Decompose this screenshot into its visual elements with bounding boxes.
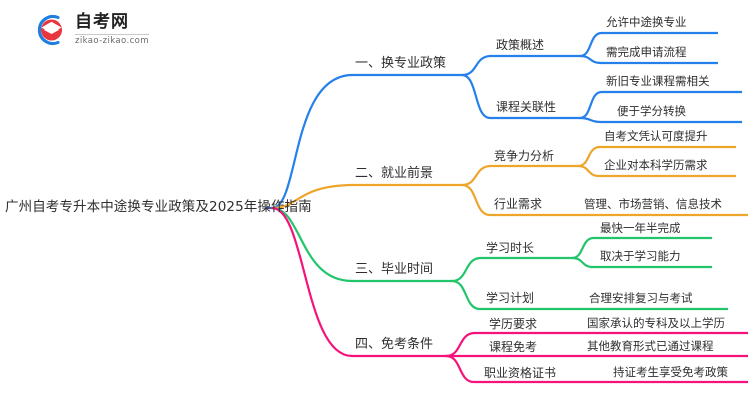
subnode-2-1[interactable]: 竞争力分析 bbox=[494, 149, 555, 163]
site-logo: 自考网 zikao-zikao.com bbox=[28, 10, 208, 50]
leaf-4-1-1[interactable]: 国家承认的专科及以上学历 bbox=[587, 316, 725, 330]
leaf-4-3-1[interactable]: 持证考生享受免考政策 bbox=[613, 365, 728, 379]
leaf-2-2-1[interactable]: 管理、市场营销、信息技术 bbox=[584, 197, 722, 211]
branch-node-3[interactable]: 三、毕业时间 bbox=[355, 262, 434, 277]
leaf-2-1-2[interactable]: 企业对本科学历需求 bbox=[604, 158, 708, 172]
leaf-2-1-1[interactable]: 自考文凭认可度提升 bbox=[604, 129, 708, 143]
branch-node-4[interactable]: 四、免考条件 bbox=[355, 337, 434, 352]
logo-divider bbox=[75, 34, 149, 36]
graduation-cap-icon bbox=[28, 11, 68, 49]
logo-text: 自考网 zikao-zikao.com bbox=[75, 14, 149, 46]
subnode-2-2[interactable]: 行业需求 bbox=[494, 197, 543, 211]
subnode-1-1[interactable]: 政策概述 bbox=[496, 38, 545, 52]
leaf-4-2-1[interactable]: 其他教育形式已通过课程 bbox=[587, 339, 714, 353]
logo-name-cn: 自考网 bbox=[75, 12, 129, 33]
subnode-3-2[interactable]: 学习计划 bbox=[486, 291, 535, 305]
logo-name-en: zikao-zikao.com bbox=[75, 36, 149, 47]
leaf-3-1-1[interactable]: 最快一年半完成 bbox=[600, 221, 681, 235]
branch-node-1[interactable]: 一、换专业政策 bbox=[355, 56, 447, 71]
leaf-3-2-1[interactable]: 合理安排复习与考试 bbox=[589, 291, 693, 305]
leaf-1-1-2[interactable]: 需完成申请流程 bbox=[606, 45, 687, 59]
mindmap-root-node[interactable]: 广州自考专升本中途换专业政策及2025年操作指南 bbox=[5, 199, 312, 215]
subnode-4-1[interactable]: 学历要求 bbox=[489, 317, 538, 331]
branch-node-2[interactable]: 二、就业前景 bbox=[355, 166, 434, 181]
leaf-1-1-1[interactable]: 允许中途换专业 bbox=[606, 15, 687, 29]
subnode-4-3[interactable]: 职业资格证书 bbox=[484, 366, 557, 380]
subnode-4-2[interactable]: 课程免考 bbox=[489, 340, 538, 354]
leaf-3-1-2[interactable]: 取决于学习能力 bbox=[600, 249, 681, 263]
subnode-1-2[interactable]: 课程关联性 bbox=[496, 100, 557, 114]
leaf-1-2-1[interactable]: 新旧专业课程需相关 bbox=[606, 74, 710, 88]
leaf-1-2-2[interactable]: 便于学分转换 bbox=[617, 104, 686, 118]
subnode-3-1[interactable]: 学习时长 bbox=[486, 241, 535, 255]
